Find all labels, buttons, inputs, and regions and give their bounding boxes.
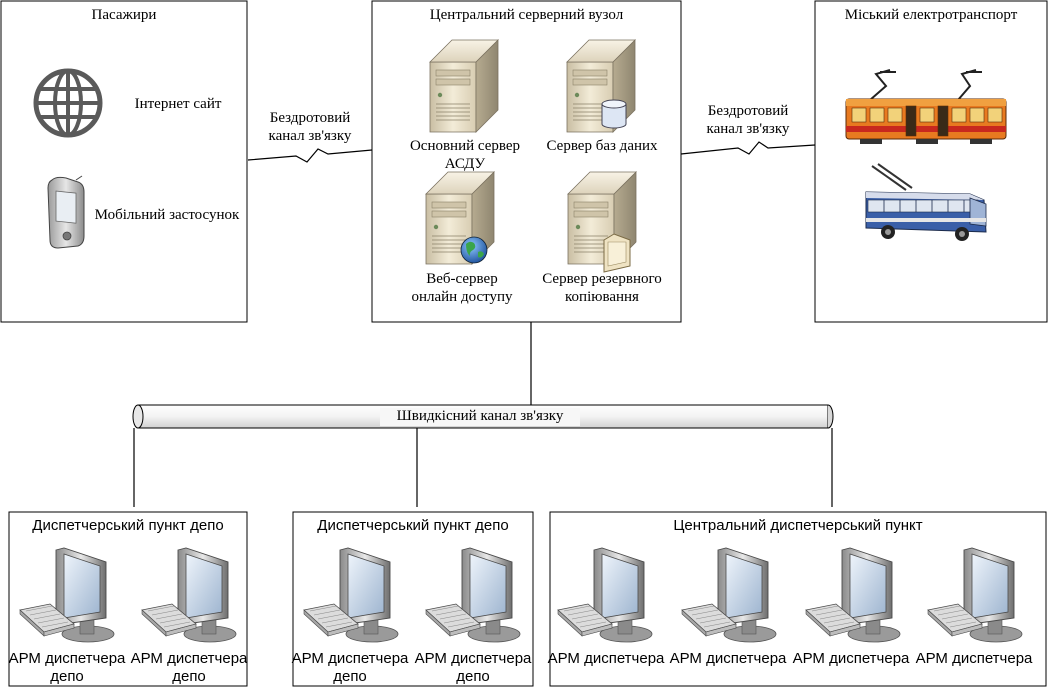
wireless-link-left bbox=[247, 148, 373, 163]
depot2-workstation-2-label: АРМ диспетчера депо bbox=[414, 650, 532, 685]
transport-title: Міський електротранспорт bbox=[844, 7, 1018, 23]
db-server-label: Сервер баз даних bbox=[546, 138, 658, 154]
web-server-label: Веб-сервер онлайн доступу bbox=[411, 271, 513, 305]
main-server-icon bbox=[429, 39, 499, 133]
central-dispatch-title: Центральний диспетчерський пункт bbox=[673, 517, 923, 534]
depot2-workstation-1-icon bbox=[303, 547, 399, 643]
depot2-box bbox=[292, 511, 534, 687]
depot2-workstation-2-icon bbox=[425, 547, 521, 643]
depot1-workstation-2-label: АРМ диспетчера депо bbox=[130, 650, 248, 685]
backup-server-label: Сервер резервного копіювання bbox=[542, 271, 662, 305]
backup-server-icon bbox=[567, 171, 637, 273]
depot2-title: Диспетчерський пункт депо bbox=[317, 517, 509, 534]
database-icon bbox=[601, 99, 627, 129]
central-workstation-2-label: АРМ диспетчера bbox=[669, 650, 787, 667]
tram-icon bbox=[845, 69, 1007, 144]
main-server-label: Основний сервер АСДУ bbox=[409, 138, 521, 172]
central-workstation-1-icon bbox=[557, 547, 653, 643]
central-workstation-3-label: АРМ диспетчера bbox=[792, 650, 910, 667]
mobile-app-label: Мобільний застосунок bbox=[94, 207, 240, 223]
trolleybus-icon bbox=[865, 163, 987, 241]
central-workstation-3-icon bbox=[805, 547, 901, 643]
database-server-icon bbox=[566, 39, 636, 133]
highspeed-label: Швидкісний канал зв'язку bbox=[396, 408, 564, 424]
central-workstation-4-label: АРМ диспетчера bbox=[915, 650, 1033, 667]
wireless-link-right bbox=[680, 141, 816, 155]
central-workstation-4-icon bbox=[927, 547, 1023, 643]
connections bbox=[133, 141, 833, 507]
depot1-box bbox=[8, 511, 248, 687]
central-dispatch-box bbox=[549, 511, 1047, 687]
wireless-right-label: Бездротовий канал зв'язку bbox=[706, 103, 790, 137]
central-workstation-1-label: АРМ диспетчера bbox=[547, 650, 665, 667]
globe-icon bbox=[33, 68, 103, 138]
depot1-title: Диспетчерський пункт депо bbox=[32, 517, 224, 534]
depot1-workstation-1-label: АРМ диспетчера депо bbox=[8, 650, 126, 685]
depot1-workstation-1-icon bbox=[19, 547, 115, 643]
central-workstation-2-icon bbox=[681, 547, 777, 643]
transport-box bbox=[814, 0, 1048, 323]
central-node-title: Центральний серверний вузол bbox=[429, 7, 624, 23]
folder-icon bbox=[603, 233, 631, 273]
wireless-left-label: Бездротовий канал зв'язку bbox=[268, 110, 352, 144]
depot2-workstation-1-label: АРМ диспетчера депо bbox=[291, 650, 409, 685]
mobile-device-icon bbox=[47, 175, 85, 249]
earth-icon bbox=[460, 236, 488, 264]
internet-site-label: Інтернет сайт bbox=[134, 96, 222, 112]
web-server-icon bbox=[425, 171, 495, 265]
depot1-workstation-2-icon bbox=[141, 547, 237, 643]
highspeed-bus bbox=[132, 404, 834, 429]
central-server-box bbox=[371, 0, 682, 323]
passengers-title: Пасажири bbox=[91, 7, 157, 23]
passengers-box bbox=[0, 0, 248, 323]
